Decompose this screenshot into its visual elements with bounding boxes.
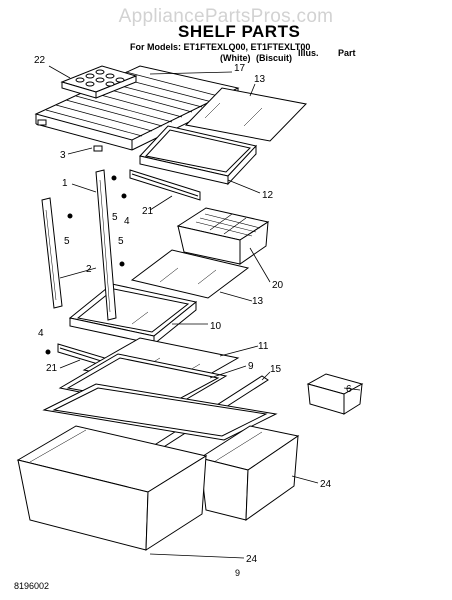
callout-22: 22	[34, 55, 46, 66]
callout-13-middle: 13	[252, 296, 264, 307]
callout-21-lower: 21	[46, 363, 58, 374]
shelf-support-rail-front	[95, 169, 117, 321]
callout-20: 20	[272, 280, 284, 291]
callout-4-lower: 4	[38, 328, 44, 339]
callout-24-left: 24	[246, 554, 258, 565]
callout-3: 3	[60, 150, 66, 161]
page-title: SHELF PARTS	[178, 22, 301, 41]
egg-tray	[60, 65, 138, 99]
page-number: 9	[235, 568, 241, 578]
shelf-frame-upper	[139, 125, 257, 186]
glass-shelf-upper	[184, 87, 308, 142]
callout-4-upper: 4	[124, 216, 130, 227]
variant-white: (White)	[220, 53, 251, 63]
callout-12: 12	[262, 190, 274, 201]
utility-bin	[306, 373, 364, 415]
crisper-support-frame	[42, 383, 278, 441]
callout-2: 2	[86, 264, 92, 275]
callout-5-middle: 5	[118, 236, 124, 247]
callout-21-upper: 21	[142, 206, 154, 217]
callout-5-left: 5	[64, 236, 70, 247]
screw	[45, 175, 127, 355]
watermark: AppliancePartsPros.com	[118, 6, 334, 27]
document-number: 8196002	[14, 581, 50, 591]
illus-column-header: Illus.	[298, 48, 319, 58]
variant-biscuit: (Biscuit)	[256, 53, 292, 63]
crisper-drawer-right	[198, 425, 300, 521]
deli-drawer	[176, 207, 270, 265]
slide-rail-upper	[129, 169, 201, 201]
crisper-drawer-left	[16, 425, 208, 551]
callout-10: 10	[210, 321, 222, 332]
callout-11: 11	[258, 341, 269, 352]
callout-9: 9	[248, 361, 254, 372]
callout-5-upper-right: 5	[112, 212, 118, 223]
glass-shelf-middle	[130, 249, 250, 299]
shelf-clip	[37, 119, 103, 152]
wire-shelf	[34, 65, 240, 151]
callout-6: 6	[346, 384, 352, 395]
part-column-header: Part	[338, 48, 356, 58]
callout-15: 15	[270, 364, 282, 375]
models-line: For Models: ET1FTEXLQ00, ET1FTEXLT00	[130, 42, 311, 52]
callout-17: 17	[234, 63, 246, 74]
callout-1: 1	[62, 178, 68, 189]
callout-24-right: 24	[320, 479, 332, 490]
callout-13-upper: 13	[254, 74, 266, 85]
shelf-support-rail-rear	[41, 197, 63, 309]
leader-lines	[48, 65, 361, 559]
shelf-frame-middle	[68, 283, 198, 346]
